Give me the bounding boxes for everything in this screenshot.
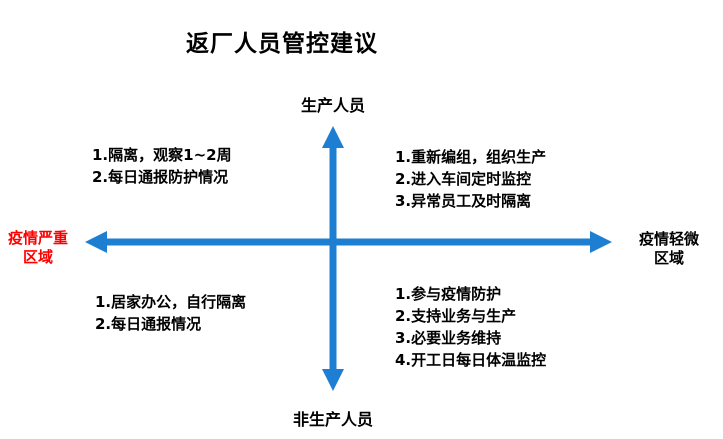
horizontal-axis-line	[103, 238, 594, 246]
quadrant-line: 2.每日通报防护情况	[92, 168, 229, 186]
quadrant-top-right: 1.重新编组，组织生产 2.进入车间定时监控 3.异常员工及时隔离	[395, 146, 546, 212]
quadrant-line: 2.支持业务与生产	[395, 307, 517, 325]
axis-label-top: 生产人员	[301, 96, 366, 115]
axis-label-right-line1: 疫情轻微	[638, 230, 699, 248]
bottom-arrowhead	[322, 369, 344, 391]
quadrant-line: 2.进入车间定时监控	[395, 170, 532, 188]
axis-label-left: 疫情严重 区域	[5, 229, 71, 267]
axes-arrows-group	[85, 126, 612, 391]
axis-label-left-line2: 区域	[22, 248, 53, 266]
quadrant-bottom-left: 1.居家办公，自行隔离 2.每日通报情况	[95, 291, 246, 335]
quadrant-line: 3.必要业务维持	[395, 329, 502, 347]
quadrant-line: 3.异常员工及时隔离	[395, 192, 532, 210]
axis-label-right-line2: 区域	[653, 249, 684, 267]
quadrant-line: 2.每日通报情况	[95, 315, 202, 333]
quadrant-line: 1.参与疫情防护	[395, 285, 502, 303]
axis-label-right: 疫情轻微 区域	[636, 230, 702, 268]
quadrant-top-left: 1.隔离，观察1~2周 2.每日通报防护情况	[92, 144, 232, 188]
top-arrowhead	[322, 126, 344, 148]
quadrant-line: 4.开工日每日体温监控	[395, 351, 547, 369]
quadrant-line: 1.重新编组，组织生产	[395, 148, 547, 166]
page-title: 返厂人员管控建议	[186, 31, 378, 57]
left-arrowhead	[85, 231, 107, 253]
quadrant-line: 1.隔离，观察1~2周	[92, 146, 232, 164]
axis-label-left-line1: 疫情严重	[7, 229, 68, 247]
right-arrowhead	[590, 231, 612, 253]
quadrant-line: 1.居家办公，自行隔离	[95, 293, 247, 311]
axis-label-bottom: 非生产人员	[293, 410, 374, 429]
vertical-axis-line	[329, 145, 337, 372]
quadrant-bottom-right: 1.参与疫情防护 2.支持业务与生产 3.必要业务维持 4.开工日每日体温监控	[395, 283, 546, 371]
